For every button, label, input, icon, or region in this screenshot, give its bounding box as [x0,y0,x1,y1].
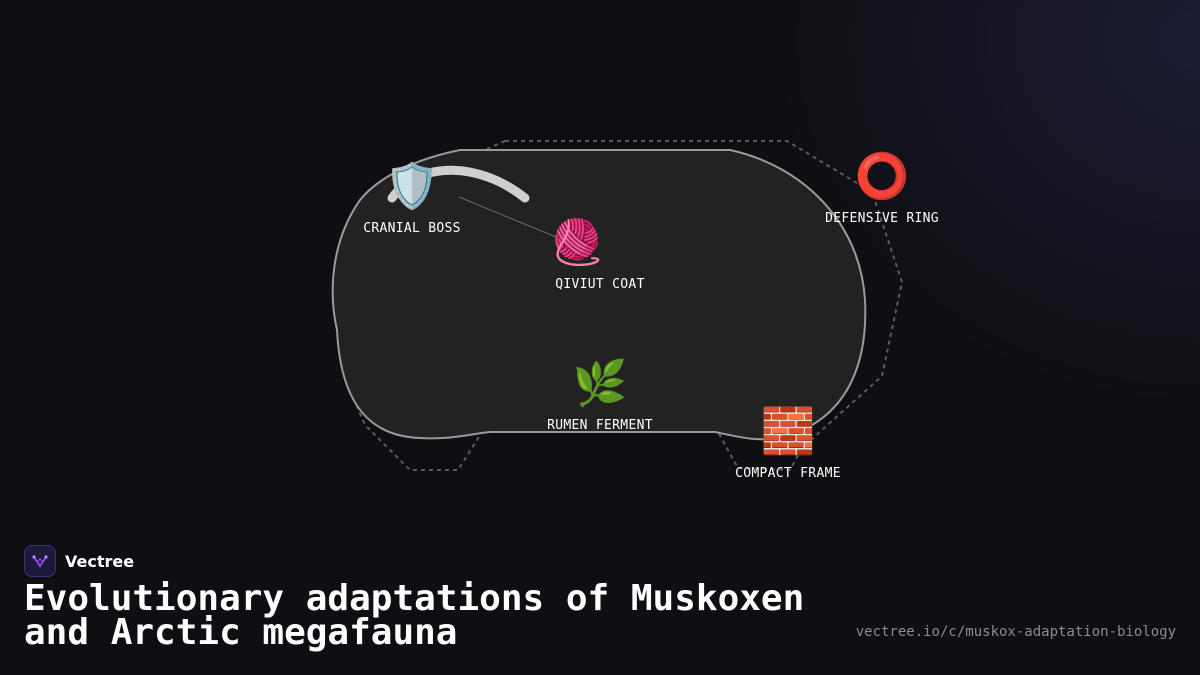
yarn-ball-icon: 🧶 [550,217,605,268]
node-label: CRANIAL BOSS [363,221,461,236]
ring-icon: ⭕ [855,151,910,202]
source-url[interactable]: vectree.io/c/muskox-adaptation-biology [855,624,1176,640]
node-qiviut-coat[interactable]: 🧶 QIVIUT COAT [550,217,645,292]
vectree-logo-icon [24,545,56,577]
dashed-outline [349,140,904,472]
page-title: Evolutionary adaptations of Muskoxen and… [24,578,805,653]
brand-name: Vectree [65,551,135,571]
node-compact-frame[interactable]: 🧱 COMPACT FRAME [735,406,841,481]
horn-shape [387,165,530,203]
node-defensive-ring[interactable]: ⭕ DEFENSIVE RING [825,151,939,226]
herb-icon: 🌿 [573,358,628,409]
node-label: COMPACT FRAME [735,466,841,481]
node-rumen-ferment[interactable]: 🌿 RUMEN FERMENT [547,358,653,433]
brand[interactable]: Vectree [24,544,134,578]
brick-icon: 🧱 [761,406,816,457]
node-label: QIVIUT COAT [555,277,644,292]
shield-icon: 🛡️ [385,161,440,212]
muskox-body-shape [331,149,867,441]
node-label: RUMEN FERMENT [547,418,653,433]
edge-cranial-boss-qiviut-coat [458,196,557,238]
node-label: DEFENSIVE RING [825,211,939,226]
node-cranial-boss[interactable]: 🛡️ CRANIAL BOSS [363,161,461,236]
